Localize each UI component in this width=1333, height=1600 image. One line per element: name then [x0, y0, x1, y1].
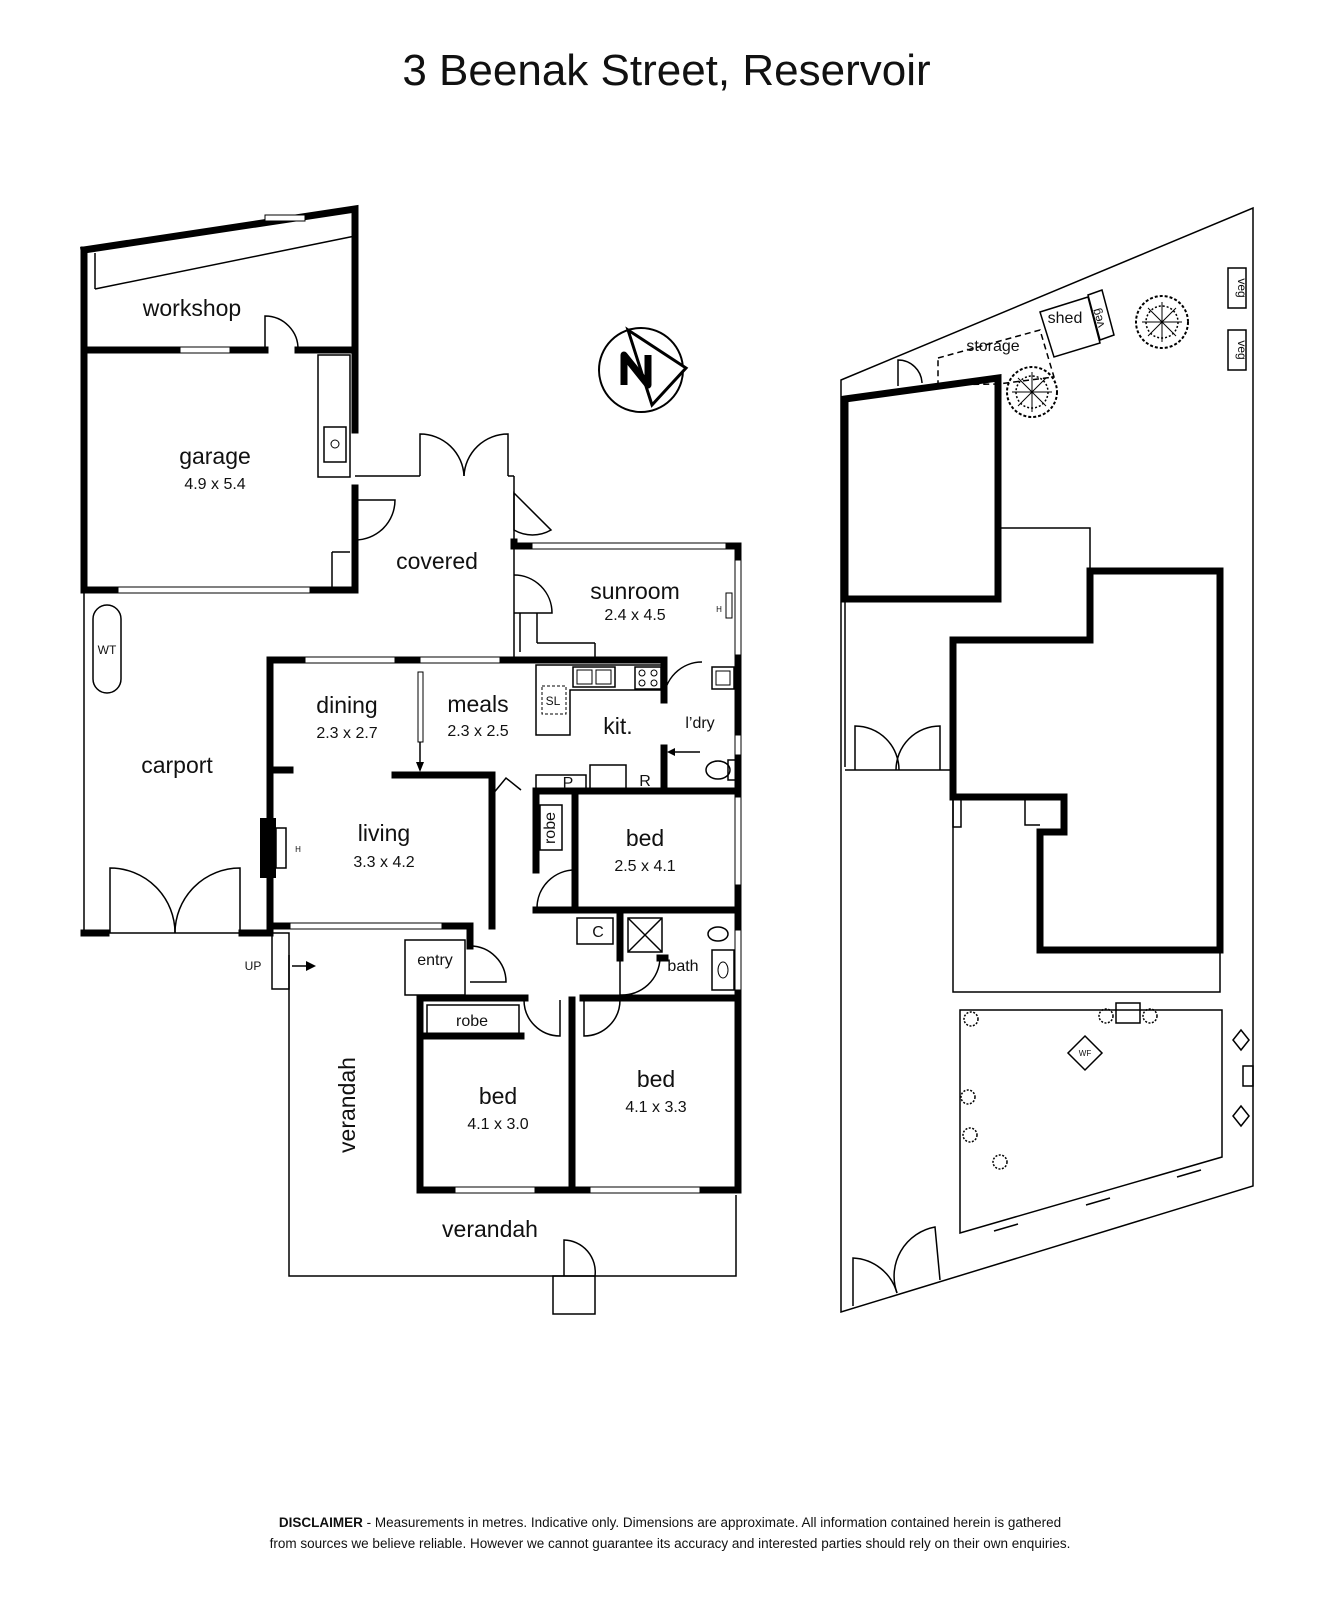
site-veg-label-2: veg: [1235, 340, 1249, 359]
robe-label-vertical: robe: [542, 812, 559, 844]
bed-east-room: [532, 787, 742, 914]
carport-area: [80, 590, 274, 937]
room-label-laundry: l’dry: [685, 715, 714, 732]
living-room: [260, 766, 522, 930]
page-title: 3 Beenak Street, Reservoir: [402, 46, 931, 95]
room-label-verandah-front: verandah: [442, 1216, 538, 1242]
site-wf-label: WF: [1079, 1049, 1092, 1058]
toilet-icon: [707, 926, 729, 942]
room-label-workshop: workshop: [142, 295, 241, 321]
room-label-verandah-side: verandah: [334, 1057, 360, 1153]
site-shed-label: shed: [1048, 310, 1083, 327]
entry-area: [404, 926, 507, 996]
water-tank: [92, 604, 122, 694]
verandah-area: [271, 932, 737, 1315]
laundry-room: [660, 656, 742, 795]
pantry-label: P: [563, 775, 574, 792]
room-label-living: living: [358, 820, 410, 846]
room-label-bath: bath: [667, 958, 698, 975]
cupboard-label: C: [592, 924, 604, 941]
robe-label-front: robe: [456, 1013, 488, 1030]
room-dims-bed-front-left: 4.1 x 3.0: [467, 1116, 528, 1133]
room-label-entry: entry: [417, 952, 453, 969]
room-dims-garage: 4.9 x 5.4: [184, 476, 245, 493]
site-storage-label: storage: [966, 338, 1019, 355]
room-dims-bed-front-right: 4.1 x 3.3: [625, 1099, 686, 1116]
site-veg-label-1: veg: [1235, 278, 1249, 297]
toilet-icon: [705, 760, 731, 780]
room-label-carport: carport: [141, 752, 213, 778]
disclaimer-heading: DISCLAIMER: [278, 1515, 363, 1530]
fireplace-icon: [260, 818, 276, 878]
front-bedrooms: [416, 994, 742, 1194]
up-label: UP: [245, 959, 262, 973]
room-label-covered: covered: [396, 548, 478, 574]
garage-block: [80, 204, 396, 594]
site-veg-label-shed: veg: [1089, 307, 1108, 329]
shrub-icon: [1066, 1028, 1254, 1128]
shrub-icon: [960, 1008, 1158, 1170]
room-label-garage: garage: [179, 443, 251, 469]
room-dims-meals: 2.3 x 2.5: [447, 723, 508, 740]
sunroom-room: [510, 538, 742, 666]
heater-label-living: H: [295, 845, 301, 854]
fridge-label: R: [639, 773, 651, 790]
site-plan: [840, 206, 1254, 1314]
room-label-dining: dining: [316, 692, 377, 718]
bath-room: [576, 908, 735, 996]
water-tank-label: WT: [98, 643, 117, 657]
room-label-meals: meals: [447, 691, 508, 717]
covered-area: [355, 433, 553, 657]
disclaimer: DISCLAIMER - Measurements in metres. Ind…: [150, 1512, 1190, 1554]
room-dims-living: 3.3 x 4.2: [353, 854, 414, 871]
tree-icon: [1006, 366, 1058, 418]
stove-icon: [634, 666, 662, 690]
room-label-bed-front-left: bed: [479, 1083, 517, 1109]
disclaimer-line-1: - Measurements in metres. Indicative onl…: [362, 1515, 1062, 1530]
heater-label-sunroom: H: [716, 605, 722, 614]
sink-icon: [323, 426, 347, 463]
north-arrow-icon: [598, 326, 689, 413]
room-dims-bed-east: 2.5 x 4.1: [614, 858, 675, 875]
room-dims-sunroom: 2.4 x 4.5: [604, 607, 665, 624]
disclaimer-line-2: from sources we believe reliable. Howeve…: [269, 1536, 1071, 1551]
tree-icon: [1135, 295, 1189, 349]
room-label-kitchen: kit.: [603, 713, 632, 739]
room-label-bed-east: bed: [626, 825, 664, 851]
sink-icon: [572, 666, 616, 688]
room-dims-dining: 2.3 x 2.7: [316, 725, 377, 742]
room-label-sunroom: sunroom: [590, 578, 679, 604]
room-label-bed-front-right: bed: [637, 1066, 675, 1092]
sink-label: SL: [546, 694, 561, 708]
